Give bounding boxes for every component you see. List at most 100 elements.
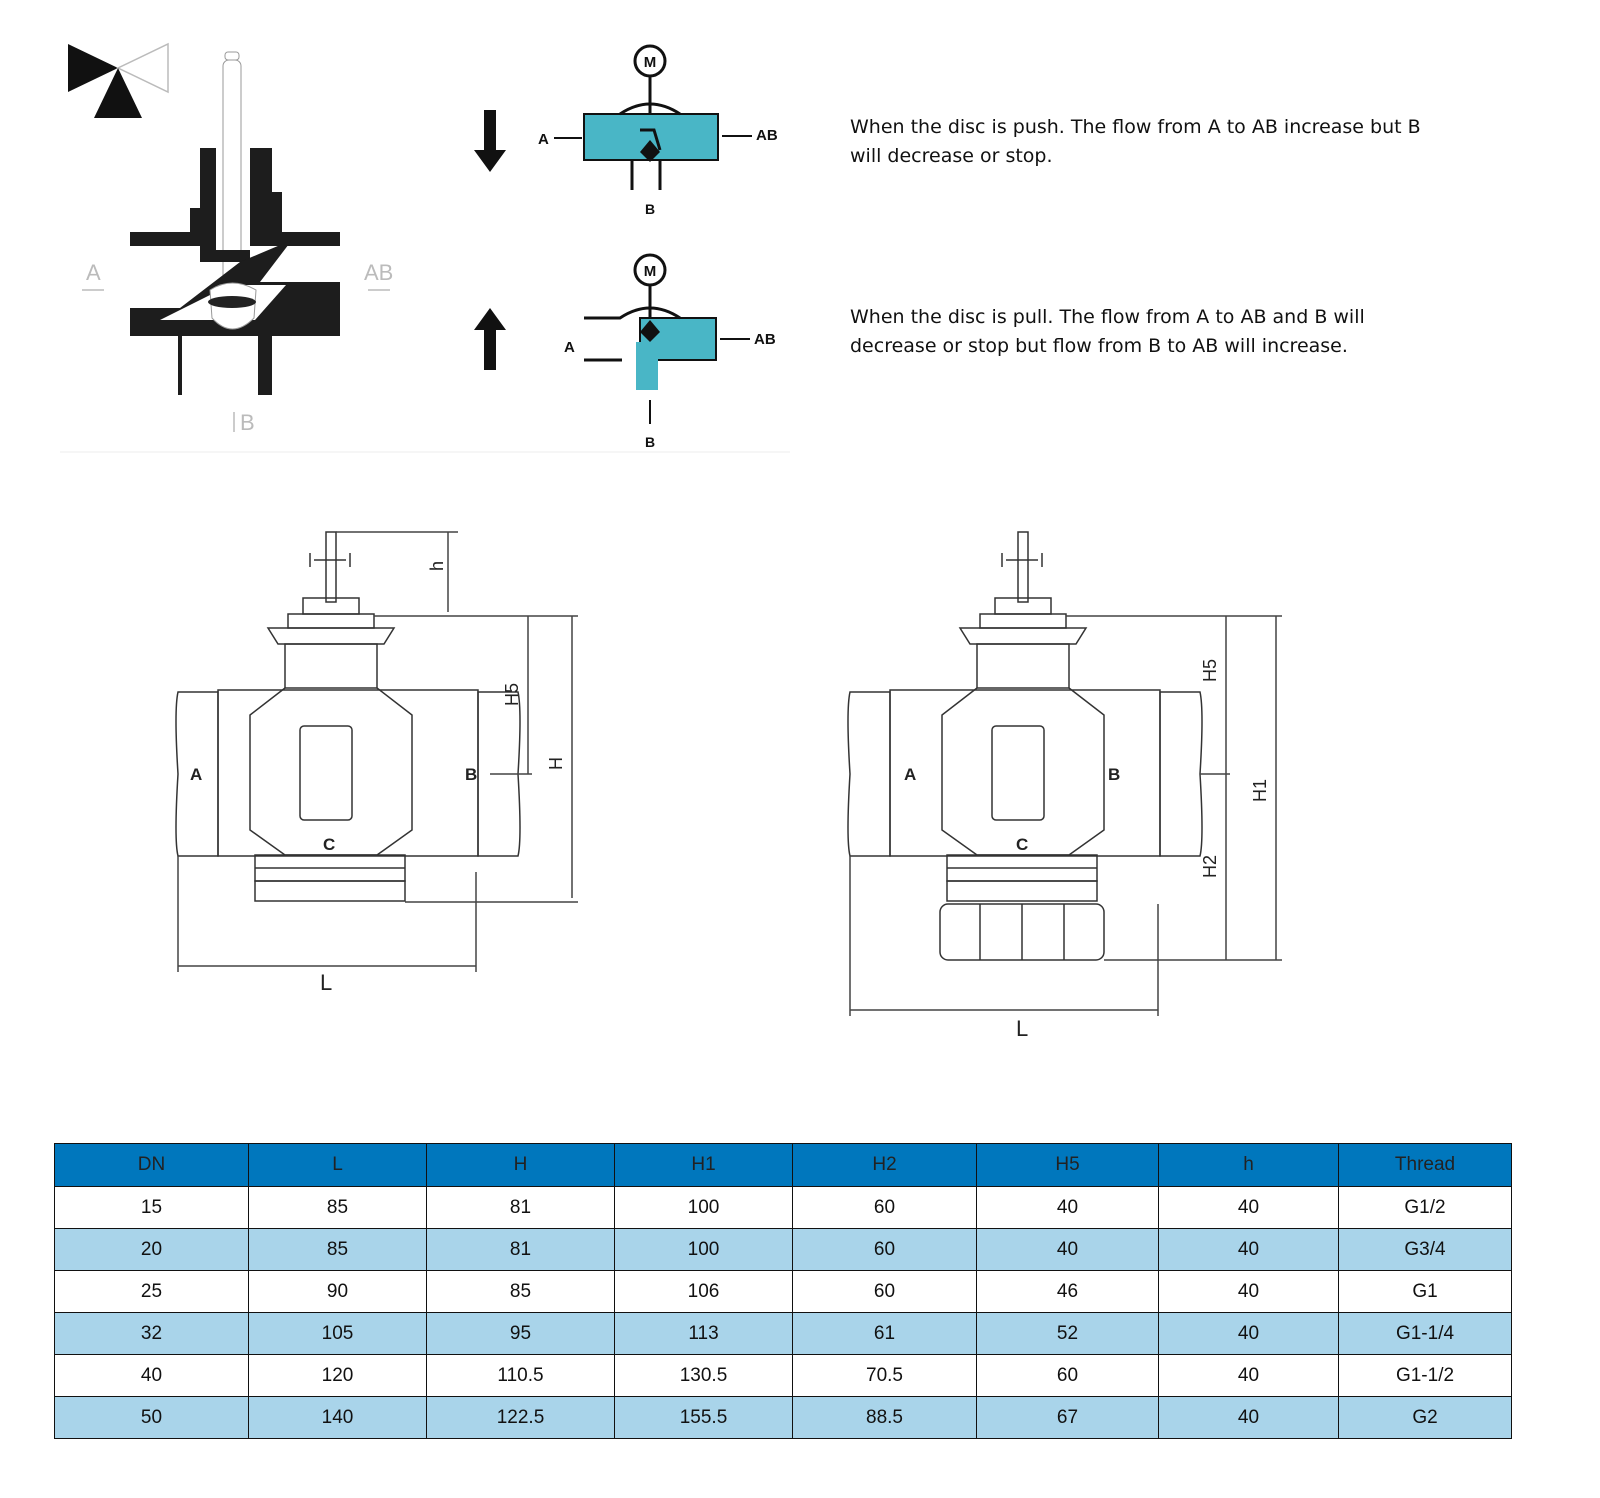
cell-h1: 100 [614,1228,793,1271]
cell-h5: 52 [976,1312,1159,1355]
header-dn: DN [54,1143,249,1187]
cell-h: 85 [426,1270,615,1313]
pull-label-ab: AB [754,331,776,348]
valve-drawing-right: A B C H5 H2 H1 L [847,531,1282,1041]
left-port-a: A [190,765,202,784]
cell-l: 120 [248,1354,427,1397]
dim-h1-right: H1 [1250,779,1270,802]
header-thread: Thread [1338,1143,1512,1187]
cell-h2: 70.5 [792,1354,977,1397]
cell-small-h: 40 [1158,1396,1339,1439]
dim-l-left: L [320,970,332,995]
cell-h1: 130.5 [614,1354,793,1397]
cell-h1: 155.5 [614,1396,793,1439]
right-port-b: B [1108,765,1120,784]
left-port-b: B [465,765,477,784]
port-labels: A AB B [82,260,393,435]
cell-thread: G1/2 [1338,1186,1512,1229]
cell-h2: 60 [792,1228,977,1271]
cell-h5: 67 [976,1396,1159,1439]
right-port-a: A [904,765,916,784]
header-h2: H2 [792,1143,977,1187]
dim-l-right: L [1016,1016,1028,1041]
table-row: 50 140 122.5 155.5 88.5 67 40 G2 [54,1396,1512,1439]
dim-H-left: H [546,757,566,770]
cell-thread: G1 [1338,1270,1512,1313]
table-row: 20 85 81 100 60 40 40 G3/4 [54,1228,1512,1271]
cell-h: 110.5 [426,1354,615,1397]
table-header-row: DN L H H1 H2 H5 h Thread [54,1143,1512,1187]
header-l: L [248,1143,427,1187]
cell-h: 122.5 [426,1396,615,1439]
cell-h2: 88.5 [792,1396,977,1439]
cell-h1: 100 [614,1186,793,1229]
right-port-c: C [1016,835,1028,854]
cell-l: 90 [248,1270,427,1313]
arrow-down-icon [474,110,506,172]
cell-thread: G1-1/2 [1338,1354,1512,1397]
cell-h: 81 [426,1228,615,1271]
motor-label: M [644,54,657,71]
arrow-up-icon [474,308,506,370]
push-label-ab: AB [756,127,778,144]
cell-small-h: 40 [1158,1186,1339,1229]
three-way-valve-symbol-icon [68,42,169,118]
cell-h1: 113 [614,1312,793,1355]
left-port-c: C [323,835,335,854]
label-port-ab: AB [364,260,393,285]
cell-h2: 60 [792,1270,977,1313]
table-row: 32 105 95 113 61 52 40 G1-1/4 [54,1312,1512,1355]
cell-h5: 40 [976,1228,1159,1271]
table-row: 25 90 85 106 60 46 40 G1 [54,1270,1512,1313]
valve-section-diagram: A AB B M A AB B M A AB B [60,42,790,453]
cell-l: 105 [248,1312,427,1355]
cell-dn: 32 [54,1312,249,1355]
cell-dn: 50 [54,1396,249,1439]
cell-small-h: 40 [1158,1270,1339,1313]
label-port-a: A [86,260,101,285]
pull-label-b: B [645,434,655,450]
cell-h: 95 [426,1312,615,1355]
dim-h5-left: H5 [502,683,522,706]
cell-l: 140 [248,1396,427,1439]
header-h1: H1 [614,1143,793,1187]
cell-h5: 60 [976,1354,1159,1397]
cell-h5: 40 [976,1186,1159,1229]
push-label-a: A [538,131,549,148]
spec-table: DN L H H1 H2 H5 h Thread 15 85 81 100 60… [54,1143,1512,1439]
cell-h: 81 [426,1186,615,1229]
cell-h2: 60 [792,1186,977,1229]
cell-small-h: 40 [1158,1228,1339,1271]
pull-state-diagram: M A AB B [474,253,776,450]
cell-dn: 15 [54,1186,249,1229]
pull-description: When the disc is pull. The flow from A t… [850,306,1365,357]
cell-thread: G2 [1338,1396,1512,1439]
cell-small-h: 40 [1158,1312,1339,1355]
push-state-diagram: M A AB B [474,44,778,217]
header-h: H [426,1143,615,1187]
valve-drawing-left: A B C h H5 H L [175,531,578,995]
dim-h5-right: H5 [1200,659,1220,682]
cell-dn: 20 [54,1228,249,1271]
pull-label-a: A [564,339,575,356]
table-row: 40 120 110.5 130.5 70.5 60 40 G1-1/2 [54,1354,1512,1397]
dim-h2-right: H2 [1200,855,1220,878]
cell-dn: 25 [54,1270,249,1313]
header-small-h: h [1158,1143,1339,1187]
valve-body-section [60,51,790,453]
cell-h5: 46 [976,1270,1159,1313]
cell-thread: G1-1/4 [1338,1312,1512,1355]
label-port-b: B [240,410,255,435]
push-description: When the disc is push. The flow from A t… [850,116,1421,167]
table-row: 15 85 81 100 60 40 40 G1/2 [54,1186,1512,1229]
motor-label-2: M [644,263,657,280]
cell-thread: G3/4 [1338,1228,1512,1271]
push-label-b: B [645,201,655,217]
header-h5: H5 [976,1143,1159,1187]
cell-l: 85 [248,1186,427,1229]
cell-small-h: 40 [1158,1354,1339,1397]
cell-dn: 40 [54,1354,249,1397]
cell-h2: 61 [792,1312,977,1355]
dim-h-left: h [427,561,447,571]
cell-l: 85 [248,1228,427,1271]
